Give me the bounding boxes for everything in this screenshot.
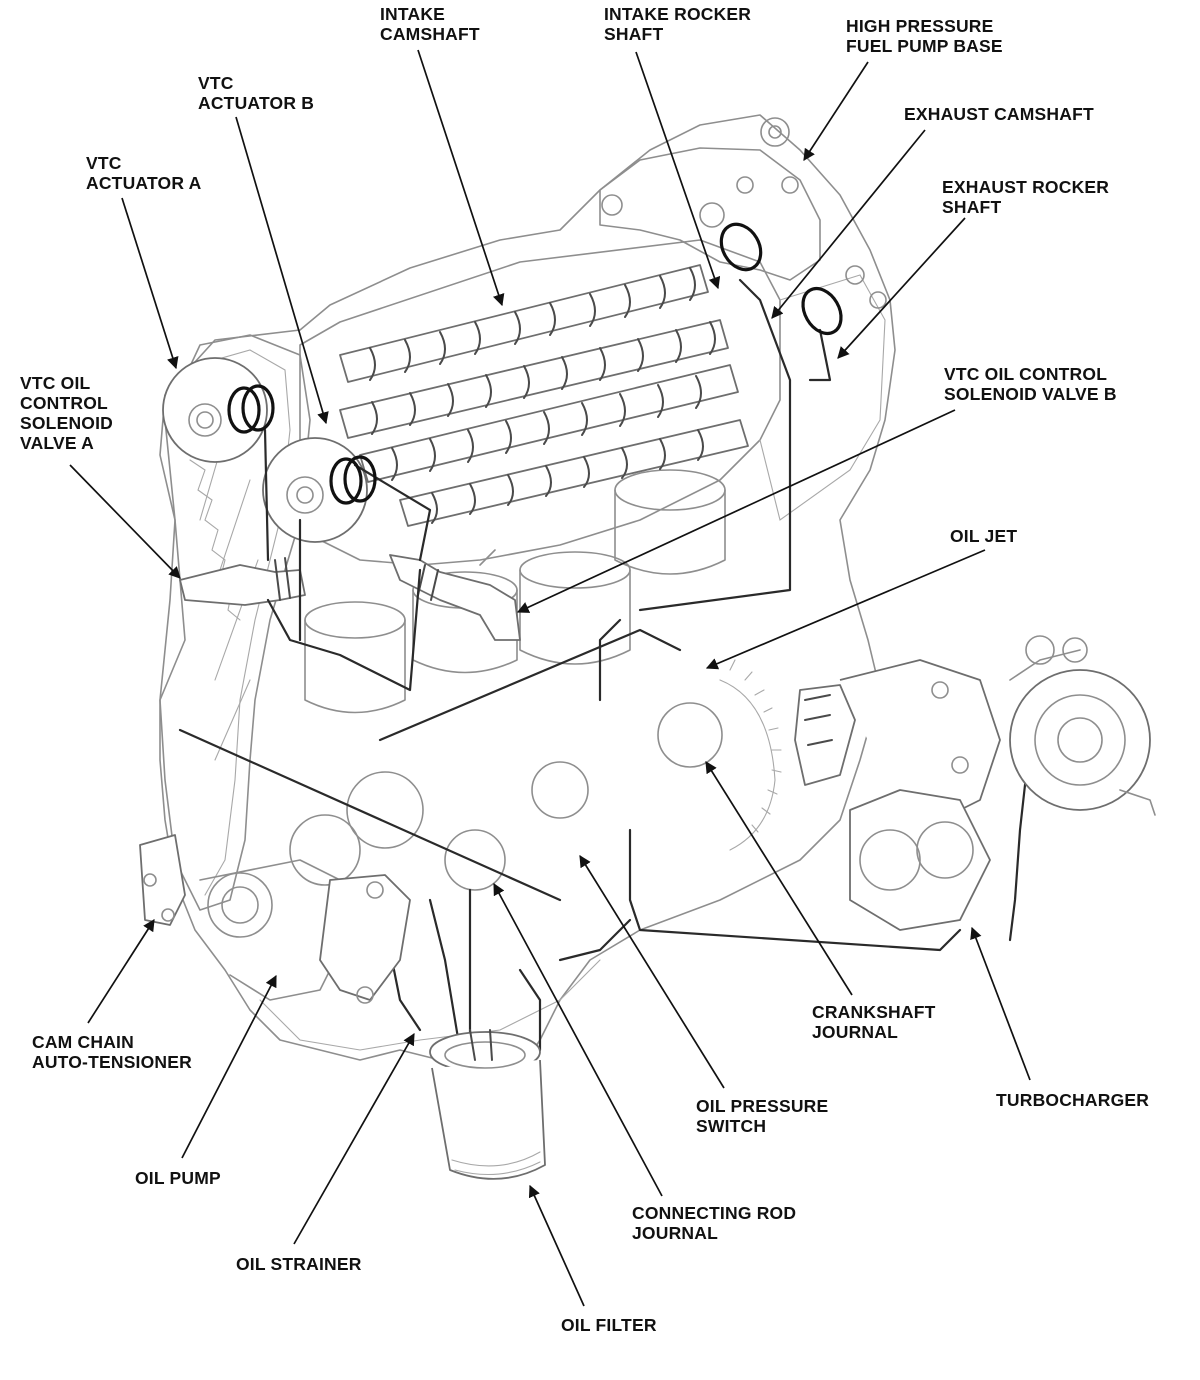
label-vtc-actuator-b: VTC ACTUATOR B bbox=[198, 73, 314, 113]
label-exhaust-rocker-shaft: EXHAUST ROCKER SHAFT bbox=[942, 177, 1109, 217]
leader-vtc-solenoid-b bbox=[516, 409, 956, 613]
label-line: SHAFT bbox=[942, 197, 1002, 217]
leader-oil-pump bbox=[181, 974, 277, 1159]
leader-oil-pressure-switch bbox=[579, 854, 725, 1089]
label-line: CAMSHAFT bbox=[380, 24, 480, 44]
leader-lines bbox=[69, 49, 1031, 1307]
leader-connecting-rod-journal bbox=[493, 882, 663, 1197]
label-cam-chain-auto-tensioner: CAM CHAIN AUTO-TENSIONER bbox=[32, 1032, 192, 1072]
label-line: SWITCH bbox=[696, 1116, 767, 1136]
label-crankshaft-journal: CRANKSHAFT JOURNAL bbox=[812, 1002, 936, 1042]
leader-vtc-actuator-a bbox=[121, 197, 179, 370]
label-line: HIGH PRESSURE bbox=[846, 16, 994, 36]
label-line: OIL FILTER bbox=[561, 1315, 657, 1335]
label-line: SHAFT bbox=[604, 24, 664, 44]
label-line: AUTO-TENSIONER bbox=[32, 1052, 192, 1072]
oil-passages bbox=[178, 278, 1032, 1052]
label-line: EXHAUST ROCKER bbox=[942, 177, 1110, 197]
leader-cam-chain-tensioner bbox=[87, 918, 155, 1024]
oil-filter-body bbox=[429, 1029, 546, 1180]
label-line: JOURNAL bbox=[632, 1223, 718, 1243]
label-line: CRANKSHAFT bbox=[812, 1002, 936, 1022]
label-line: OIL PRESSURE bbox=[696, 1096, 829, 1116]
label-intake-rocker-shaft: INTAKE ROCKER SHAFT bbox=[604, 4, 751, 44]
label-line: CONNECTING ROD bbox=[632, 1203, 797, 1223]
label-line: VALVE A bbox=[20, 433, 94, 453]
label-line: ACTUATOR A bbox=[86, 173, 202, 193]
label-turbocharger: TURBOCHARGER bbox=[996, 1090, 1149, 1110]
label-line: ACTUATOR B bbox=[198, 93, 315, 113]
leader-intake-rocker-shaft bbox=[635, 51, 721, 290]
label-line: OIL JET bbox=[950, 526, 1018, 546]
leader-fuel-pump-base bbox=[803, 61, 869, 161]
label-oil-strainer: OIL STRAINER bbox=[236, 1254, 362, 1274]
label-line: CONTROL bbox=[20, 393, 108, 413]
label-oil-filter: OIL FILTER bbox=[561, 1315, 657, 1335]
leader-intake-camshaft bbox=[417, 49, 505, 307]
label-vtc-oil-control-solenoid-valve-a: VTC OIL CONTROL SOLENOID VALVE A bbox=[20, 373, 113, 453]
label-line: FUEL PUMP BASE bbox=[846, 36, 1003, 56]
tensioner-and-pump bbox=[139, 834, 411, 1004]
label-line: OIL STRAINER bbox=[236, 1254, 362, 1274]
label-oil-pump: OIL PUMP bbox=[135, 1168, 221, 1188]
leader-vtc-solenoid-a bbox=[69, 464, 181, 579]
o-rings bbox=[227, 222, 843, 505]
label-intake-camshaft: INTAKE CAMSHAFT bbox=[380, 4, 480, 44]
leader-exhaust-rocker-shaft bbox=[837, 217, 966, 359]
label-exhaust-camshaft: EXHAUST CAMSHAFT bbox=[904, 104, 1094, 124]
label-vtc-oil-control-solenoid-valve-b: VTC OIL CONTROL SOLENOID VALVE B bbox=[944, 364, 1117, 404]
label-oil-jet: OIL JET bbox=[950, 526, 1017, 546]
label-line: INTAKE ROCKER bbox=[604, 4, 752, 24]
leader-oil-filter bbox=[528, 1184, 585, 1307]
label-line: VTC OIL bbox=[20, 373, 91, 393]
label-line: EXHAUST CAMSHAFT bbox=[904, 104, 1094, 124]
label-line: VTC bbox=[86, 153, 122, 173]
label-line: SOLENOID VALVE B bbox=[944, 384, 1117, 404]
leader-exhaust-camshaft bbox=[771, 129, 926, 319]
label-line: VTC bbox=[198, 73, 234, 93]
label-line: TURBOCHARGER bbox=[996, 1090, 1150, 1110]
label-line: OIL PUMP bbox=[135, 1168, 221, 1188]
label-line: SOLENOID bbox=[20, 413, 113, 433]
vtc-actuators bbox=[162, 357, 368, 543]
label-vtc-actuator-a: VTC ACTUATOR A bbox=[86, 153, 201, 193]
leader-turbocharger bbox=[970, 926, 1031, 1081]
label-line: CAM CHAIN bbox=[32, 1032, 134, 1052]
label-line: JOURNAL bbox=[812, 1022, 898, 1042]
leader-oil-strainer bbox=[293, 1032, 415, 1245]
label-line: INTAKE bbox=[380, 4, 446, 24]
leader-crankshaft-journal bbox=[705, 760, 853, 996]
label-connecting-rod-journal: CONNECTING ROD JOURNAL bbox=[632, 1203, 796, 1243]
leader-vtc-actuator-b bbox=[235, 116, 329, 425]
label-oil-pressure-switch: OIL PRESSURE SWITCH bbox=[696, 1096, 828, 1136]
solenoid-valves bbox=[179, 549, 521, 641]
label-high-pressure-fuel-pump-base: HIGH PRESSURE FUEL PUMP BASE bbox=[846, 16, 1003, 56]
leader-oil-jet bbox=[705, 549, 986, 670]
label-line: VTC OIL CONTROL bbox=[944, 364, 1108, 384]
turbocharger-body bbox=[794, 635, 1156, 931]
camshafts bbox=[339, 264, 749, 527]
